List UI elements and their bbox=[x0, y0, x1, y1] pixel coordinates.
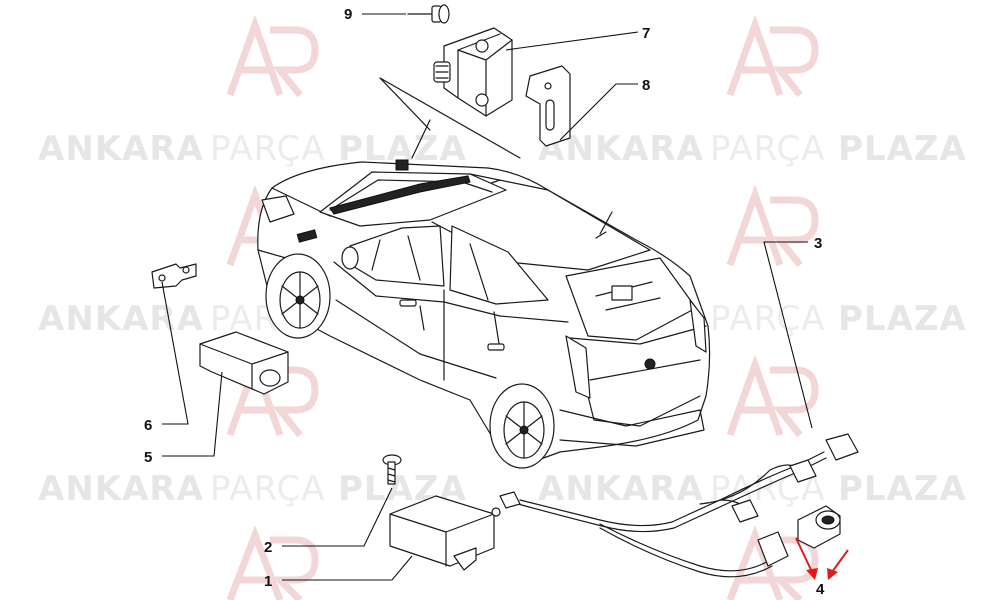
callout-labels: 9 7 8 3 6 5 2 1 4 bbox=[144, 6, 825, 598]
highlight-arrows bbox=[795, 537, 849, 580]
callout-8: 8 bbox=[642, 77, 650, 94]
watermark-bold-1: ANKARA bbox=[38, 299, 204, 339]
part-3-wiring-harness bbox=[499, 433, 859, 578]
callout-7: 7 bbox=[642, 25, 650, 42]
callout-9: 9 bbox=[344, 6, 352, 23]
watermark-bold-2: PLAZA bbox=[838, 299, 967, 339]
callout-3: 3 bbox=[814, 235, 822, 252]
watermark-bold-2: PLAZA bbox=[838, 469, 967, 509]
part-2-screw bbox=[382, 454, 402, 485]
part-1-control-unit bbox=[389, 495, 501, 571]
watermark-bold-1: ANKARA bbox=[538, 469, 704, 509]
part-4-parking-sensor bbox=[797, 505, 841, 549]
watermark-light: PARÇA bbox=[710, 299, 826, 339]
callout-2: 2 bbox=[264, 539, 272, 556]
watermark-bold-1: ANKARA bbox=[38, 469, 204, 509]
car-illustration bbox=[257, 159, 711, 469]
callout-4: 4 bbox=[816, 581, 825, 598]
part-6-bracket bbox=[151, 263, 197, 289]
callout-6: 6 bbox=[144, 417, 152, 434]
leader-lines bbox=[161, 13, 813, 581]
watermark-light: PARÇA bbox=[210, 469, 326, 509]
watermark-row-3: ANKARA PARÇA PLAZA ANKARA PARÇA PLAZA bbox=[38, 469, 967, 509]
part-8-bracket bbox=[525, 65, 571, 147]
watermark-light: PARÇA bbox=[210, 129, 326, 169]
watermark-row-1: ANKARA PARÇA PLAZA ANKARA PARÇA PLAZA bbox=[38, 129, 967, 169]
part-7-control-module bbox=[433, 27, 513, 117]
watermark-bold-2: PLAZA bbox=[838, 129, 967, 169]
watermark-bold-1: ANKARA bbox=[38, 129, 204, 169]
watermark-light: PARÇA bbox=[710, 129, 826, 169]
part-5-module bbox=[199, 331, 289, 395]
callout-5: 5 bbox=[144, 449, 152, 466]
detail-zoom-lines bbox=[379, 77, 521, 159]
part-9-screw bbox=[407, 4, 450, 24]
callout-1: 1 bbox=[264, 573, 272, 590]
